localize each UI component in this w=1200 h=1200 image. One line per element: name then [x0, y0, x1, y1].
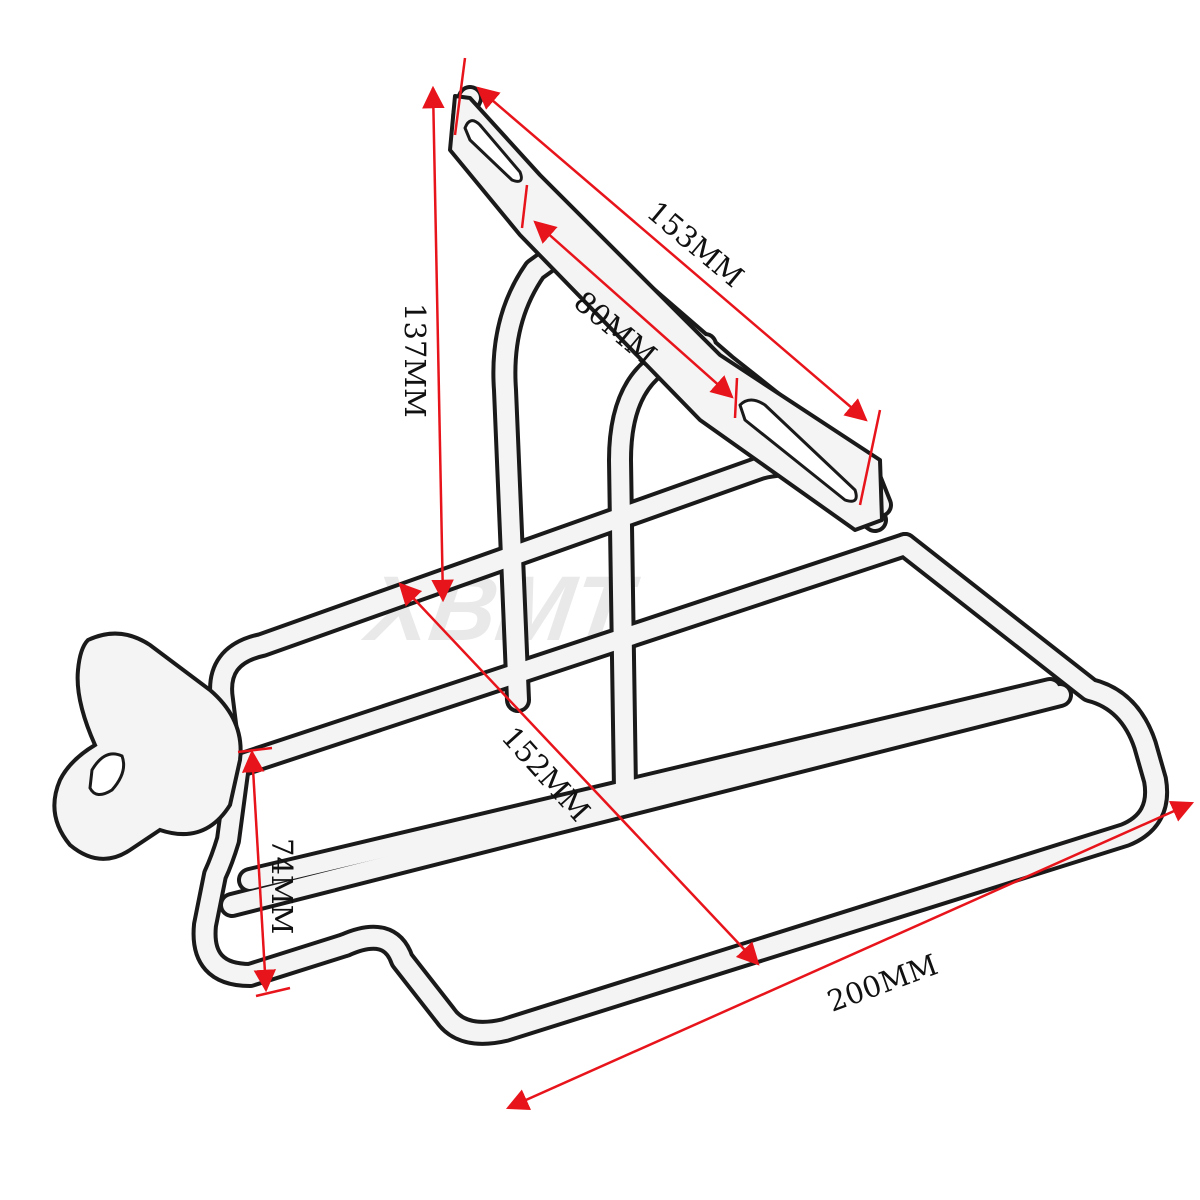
label-bracket-height: 74MM	[265, 838, 299, 934]
label-height: 137MM	[398, 303, 432, 418]
label-base-length: 200MM	[823, 947, 942, 1018]
dimension-lines	[237, 57, 1195, 1111]
mounting-tab	[52, 631, 243, 861]
label-top-length: 153MM	[641, 194, 751, 294]
